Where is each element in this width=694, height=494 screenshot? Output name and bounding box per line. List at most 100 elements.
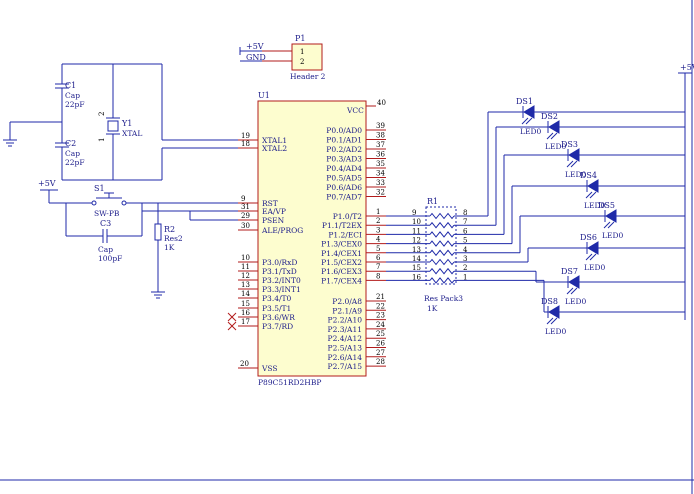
mcu-vcc-pin: 40	[377, 99, 386, 107]
led-type: LED0	[520, 127, 541, 136]
mcu-left-pin-number: 19	[241, 132, 250, 140]
mcu-right-pin-number: 38	[376, 132, 385, 140]
led-symbol	[548, 120, 560, 134]
res-pack-left-pin: 9	[412, 209, 416, 217]
y1-ref: Y1	[121, 119, 132, 128]
mcu-left-pin-number: 14	[241, 290, 250, 298]
res-pack-right-pin: 7	[463, 218, 467, 226]
led-ref: DS7	[561, 267, 578, 276]
mcu-left-pin-number: 15	[241, 300, 250, 308]
led-light-arrow	[550, 317, 558, 325]
led-light-arrow	[546, 132, 554, 140]
res-pack-right-pin: 8	[463, 209, 467, 217]
mcu-vcc-label: VCC	[346, 106, 364, 115]
mcu-left-pin-number: 29	[241, 212, 250, 220]
c2-type: Cap	[65, 149, 80, 158]
mcu-right-pin-number: 8	[376, 272, 380, 280]
led-type: LED0	[545, 142, 566, 151]
led-light-arrow	[550, 132, 558, 140]
header-p1: +5V GND 1 2 P1 Header 2	[239, 34, 326, 81]
led-ref: DS3	[561, 140, 578, 149]
oscillator-section: C1 Cap 22pF C2 Cap 22pF Y1 XTAL 2 1	[3, 63, 238, 181]
mcu-right-pin-number: 22	[376, 302, 385, 310]
mcu-left-pin-label: P3.6/WR	[262, 313, 295, 322]
mcu-right-pin-label: P1.0/T2	[333, 212, 363, 221]
mcu-right-pin-number: 6	[376, 254, 381, 262]
c1-type: Cap	[65, 91, 80, 100]
led-light-arrow	[585, 191, 593, 199]
led-light-arrow	[570, 160, 578, 168]
mcu-right-pin-number: 26	[376, 340, 385, 348]
mcu-left-pin-label: P3.7/RD	[262, 322, 293, 331]
mcu-right-pin-label: P2.2/A10	[328, 316, 363, 325]
mcu-left-pin-number: 17	[241, 318, 250, 326]
led-type: LED0	[545, 327, 566, 336]
mcu-right-pin-number: 37	[376, 141, 385, 149]
c1-ref: C1	[65, 81, 76, 90]
r2-type: Res2	[164, 234, 183, 243]
res-pack-left-pin: 14	[412, 255, 421, 263]
mcu-left-pin-label: P3.2/INT0	[262, 276, 301, 285]
c1-value: 22pF	[65, 100, 85, 109]
led-light-arrow	[566, 160, 574, 168]
mcu-right-pin-number: 23	[376, 312, 385, 320]
mcu-right-pin-number: 39	[376, 122, 385, 130]
led-light-arrow	[585, 253, 593, 261]
mcu-right-pin-number: 36	[376, 151, 385, 159]
mcu-right-pin-number: 28	[376, 358, 385, 366]
led-symbol	[548, 305, 560, 319]
s1-ref: S1	[94, 184, 105, 193]
mcu-right-pin-label: P1.1/T2EX	[322, 221, 363, 230]
mcu-left-pin-label: P3.5/T1	[262, 304, 291, 313]
power-label-left: +5V	[38, 179, 56, 188]
mcu-left-pin-label: RST	[262, 199, 278, 208]
led-ref: DS4	[580, 171, 597, 180]
r2-value: 1K	[164, 243, 175, 252]
mcu-left-pin-label: XTAL2	[262, 144, 287, 153]
mcu-left-pin-number: 31	[241, 203, 250, 211]
mcu-right-pin-number: 24	[376, 321, 385, 329]
led-light-arrow	[566, 287, 574, 295]
led-light-arrow	[589, 191, 597, 199]
res-pack-left-pin: 13	[412, 246, 421, 254]
led-light-arrow	[521, 117, 529, 125]
header-ref: P1	[295, 34, 305, 43]
mcu-right-pin-label: P2.4/A12	[328, 334, 363, 343]
led-ref: DS1	[516, 97, 533, 106]
mcu-right-pin-label: P2.3/A11	[328, 325, 362, 334]
mcu-part: P89C51RD2HBP	[258, 378, 321, 387]
y1-name: XTAL	[122, 129, 142, 138]
mcu-body	[257, 100, 367, 377]
r2-ref: R2	[164, 225, 175, 234]
res-pack-element	[429, 240, 455, 247]
mcu-ref: U1	[258, 91, 270, 100]
led-ref: DS2	[541, 112, 558, 121]
led-type: LED0	[565, 170, 586, 179]
mcu-left-pin-number: 12	[241, 272, 250, 280]
mcu-right-pin-number: 7	[376, 263, 380, 271]
mcu-vss-pin: 20	[240, 360, 249, 368]
header-pin-1: 1	[300, 48, 304, 56]
led-ref: DS8	[541, 297, 558, 306]
mcu-left-pin-label: P3.4/T0	[262, 294, 292, 303]
s1-contact-b	[121, 200, 127, 206]
c2-value: 22pF	[65, 158, 85, 167]
res-pack-element	[429, 221, 455, 229]
mcu-left-pin-number: 9	[241, 195, 245, 203]
c3-ref: C3	[100, 219, 111, 228]
s1-type: SW-PB	[94, 209, 120, 218]
mcu-right-pin-number: 2	[376, 217, 380, 225]
res-pack-left-pin: 10	[412, 218, 421, 226]
res-pack-element	[429, 212, 455, 220]
mcu-right-pin-label: P2.6/A14	[328, 353, 363, 362]
res-pack-element	[429, 249, 455, 257]
y1-pin-1: 1	[98, 138, 106, 142]
mcu-right-pin-number: 34	[376, 170, 385, 178]
res-pack-body	[425, 206, 457, 285]
led-ref: DS5	[598, 201, 615, 210]
mcu-right-pin-label: P0.5/AD5	[326, 174, 362, 183]
led-symbol	[587, 241, 599, 255]
header-net-label-gnd: GND	[246, 53, 266, 62]
mcu-left-pin-number: 10	[241, 254, 250, 262]
